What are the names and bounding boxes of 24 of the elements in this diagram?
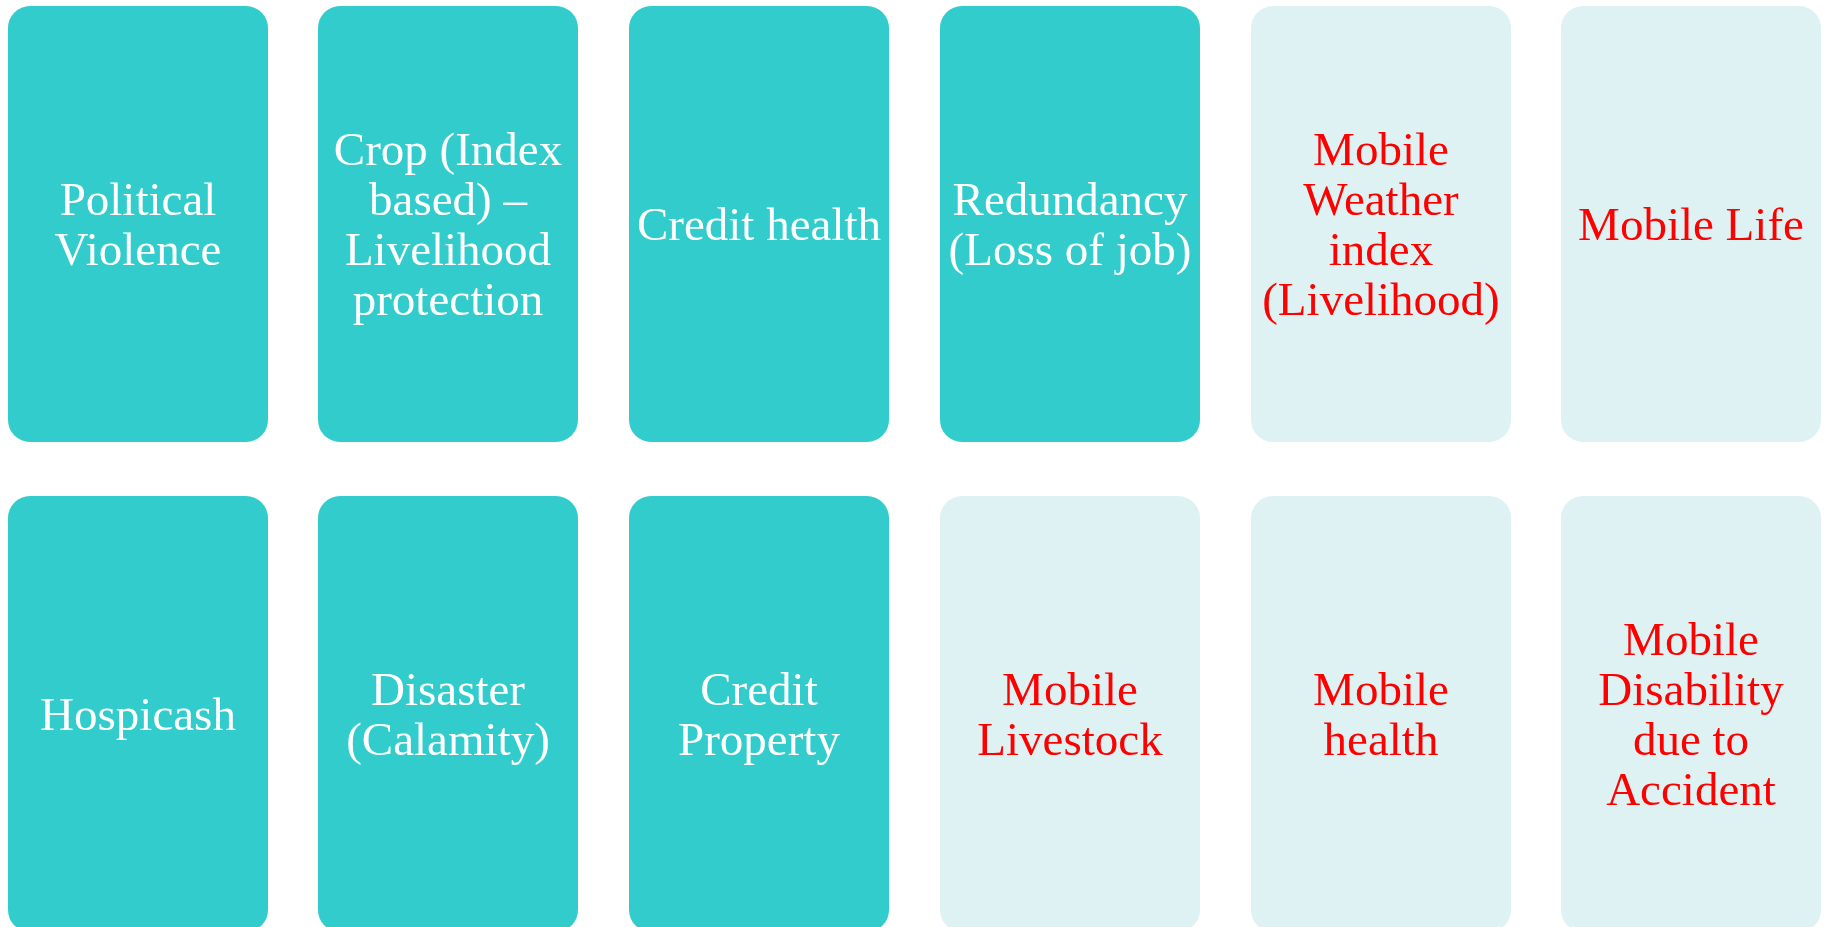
card-title: Mobile Weather index (Livelihood) [1261,124,1501,324]
category-card [1561,6,1821,442]
card-title: Mobile Disability due to Accident [1597,614,1785,814]
category-card [629,6,889,442]
category-card [318,6,578,442]
category-card [8,6,268,442]
card-title: Credit Property [677,664,841,764]
category-card [318,496,578,927]
category-card [629,496,889,927]
category-card [1251,496,1511,927]
card-title: Mobile Livestock [976,664,1164,764]
card-title: Credit health [636,199,882,249]
card-title: Mobile health [1312,664,1450,764]
card-title: Mobile Life [1578,199,1804,249]
category-card [940,6,1200,442]
category-card [8,496,268,927]
card-title: Political Violence [53,174,223,274]
category-card [1561,496,1821,927]
card-title: Disaster (Calamity) [345,664,551,764]
card-title: Hospicash [40,689,236,739]
card-title: Redundancy (Loss of job) [947,174,1193,274]
category-card [940,496,1200,927]
card-title: Crop (Index based) – Livelihood protection [332,124,564,324]
category-card [1251,6,1511,442]
